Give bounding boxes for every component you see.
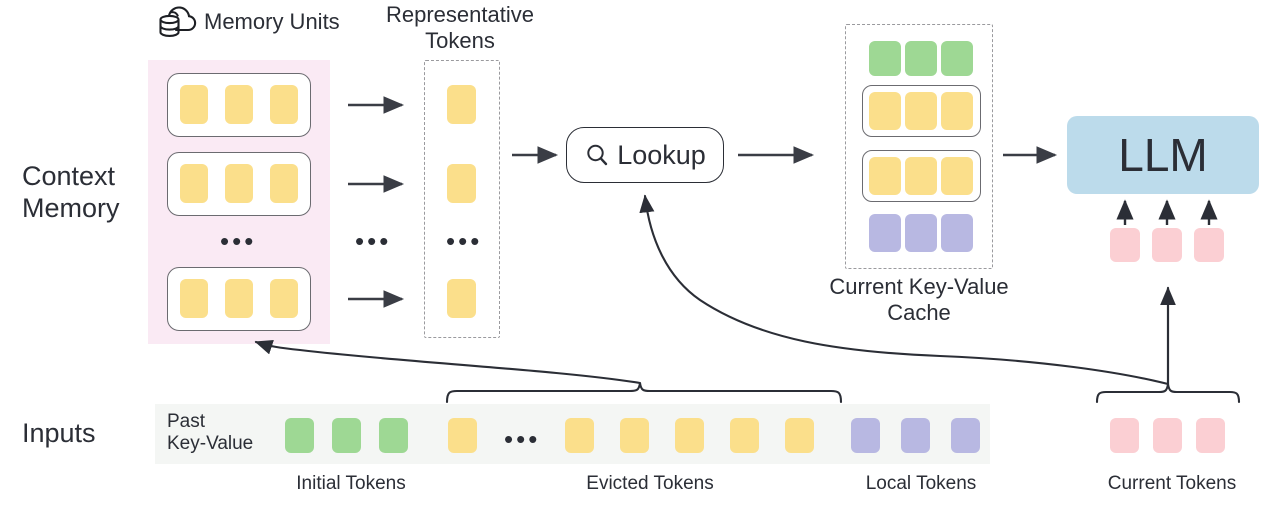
kv-cache-token <box>941 157 973 195</box>
brace-evicted-tokens <box>445 382 843 404</box>
kv-cache-token <box>869 92 901 130</box>
memory-token <box>225 279 253 318</box>
inputs-row-label: Inputs <box>22 418 96 448</box>
memory-token <box>270 85 298 124</box>
memory-units-label: Memory Units <box>204 9 340 34</box>
kv-cache-token <box>941 92 973 130</box>
kv-cache-token <box>905 92 937 130</box>
memory-token <box>180 85 208 124</box>
llm-input-token <box>1110 228 1140 262</box>
input-token-evicted <box>730 418 759 453</box>
input-token-current <box>1153 418 1182 453</box>
context-memory-row-label: Context Memory <box>22 161 120 223</box>
input-token-current <box>1196 418 1225 453</box>
arrow-evicted-to-context-memory <box>254 340 642 385</box>
input-token-initial <box>285 418 314 453</box>
kv-cache-token <box>905 214 937 252</box>
input-token-local <box>951 418 980 453</box>
memory-token <box>180 279 208 318</box>
representative-tokens-ellipsis: ••• <box>446 226 483 256</box>
lookup-box[interactable]: Lookup <box>566 127 724 183</box>
representative-token <box>447 85 476 124</box>
inputs-ellipsis: ••• <box>504 424 541 454</box>
current-kv-cache-label: Current Key-Value Cache <box>829 274 1009 325</box>
memory-token <box>180 164 208 203</box>
representative-token <box>447 279 476 318</box>
input-token-initial <box>332 418 361 453</box>
bottom-label-current-tokens: Current Tokens <box>1107 473 1237 494</box>
cloud-database-icon <box>155 3 199 45</box>
memory-units-ellipsis: ••• <box>220 226 257 256</box>
input-token-evicted <box>675 418 704 453</box>
llm-input-token <box>1194 228 1224 262</box>
lookup-label: Lookup <box>617 139 706 170</box>
bottom-label-local-tokens: Local Tokens <box>865 473 977 494</box>
llm-box[interactable]: LLM <box>1067 116 1259 194</box>
kv-cache-token <box>941 214 973 252</box>
input-token-local <box>901 418 930 453</box>
kv-cache-token <box>905 41 937 76</box>
representative-token <box>447 164 476 203</box>
brace-current-tokens <box>1095 383 1241 404</box>
representative-tokens-box <box>424 60 500 338</box>
memory-token <box>225 164 253 203</box>
representative-tokens-label: Representative Tokens <box>386 2 534 53</box>
memory-token <box>270 279 298 318</box>
memory-token <box>270 164 298 203</box>
input-token-initial <box>379 418 408 453</box>
past-key-value-label: Past Key-Value <box>167 411 254 455</box>
llm-input-token <box>1152 228 1182 262</box>
kv-cache-token <box>869 157 901 195</box>
input-token-evicted <box>785 418 814 453</box>
input-token-evicted <box>620 418 649 453</box>
between-columns-ellipsis: ••• <box>355 226 392 256</box>
kv-cache-token <box>869 41 901 76</box>
bottom-label-initial-tokens: Initial Tokens <box>296 473 406 494</box>
llm-label: LLM <box>1118 129 1208 181</box>
input-token-evicted <box>565 418 594 453</box>
kv-cache-token <box>869 214 901 252</box>
bottom-label-evicted-tokens: Evicted Tokens <box>586 473 714 494</box>
input-token-current <box>1110 418 1139 453</box>
kv-cache-token <box>905 157 937 195</box>
input-token-evicted <box>448 418 477 453</box>
input-token-local <box>851 418 880 453</box>
kv-cache-token <box>941 41 973 76</box>
memory-token <box>225 85 253 124</box>
search-icon <box>584 142 610 168</box>
